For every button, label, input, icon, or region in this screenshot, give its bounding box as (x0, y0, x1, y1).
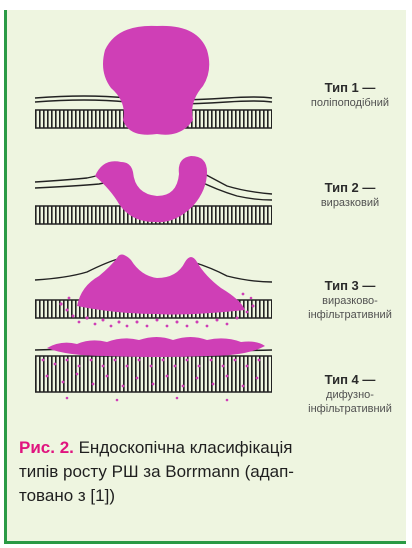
type-2-title: Тип 2 — (307, 180, 393, 196)
type-1-label: Тип 1 — поліпоподібний (307, 80, 393, 110)
type-3-tumor (77, 254, 245, 314)
type-1-title: Тип 1 — (307, 80, 393, 96)
type-4-label: Тип 4 — дифузно- інфільтративний (307, 372, 393, 416)
type-1-illustration (35, 26, 272, 135)
type-2-illustration (35, 156, 272, 224)
type-2-desc: виразковий (307, 196, 393, 210)
caption-prefix: Рис. 2. (19, 438, 74, 457)
type-2-label: Тип 2 — виразковий (307, 180, 393, 210)
caption-line-1: Ендоскопічна класифікація (74, 438, 293, 457)
type-4-illustration (35, 337, 272, 370)
type-4-desc-line-2: інфільтративний (307, 402, 393, 416)
figure-frame: Тип 1 — поліпоподібний Тип 2 — виразкови… (4, 10, 406, 544)
type-1-desc: поліпоподібний (307, 96, 393, 110)
type-3-desc-line-1: виразково- (307, 294, 393, 308)
type-4-tumor (47, 337, 265, 357)
figure-caption: Рис. 2. Ендоскопічна класифікація типів … (19, 436, 399, 508)
type-3-label: Тип 3 — виразково- інфільтративний (307, 278, 393, 322)
caption-line-2: типів росту РШ за Borrmann (адап- (19, 460, 399, 484)
type-3-desc-line-2: інфільтративний (307, 308, 393, 322)
type-3-illustration (35, 254, 272, 327)
caption-line-3: товано з [1]) (19, 484, 399, 508)
type-3-title: Тип 3 — (307, 278, 393, 294)
type-4-title: Тип 4 — (307, 372, 393, 388)
type-4-desc-line-1: дифузно- (307, 388, 393, 402)
